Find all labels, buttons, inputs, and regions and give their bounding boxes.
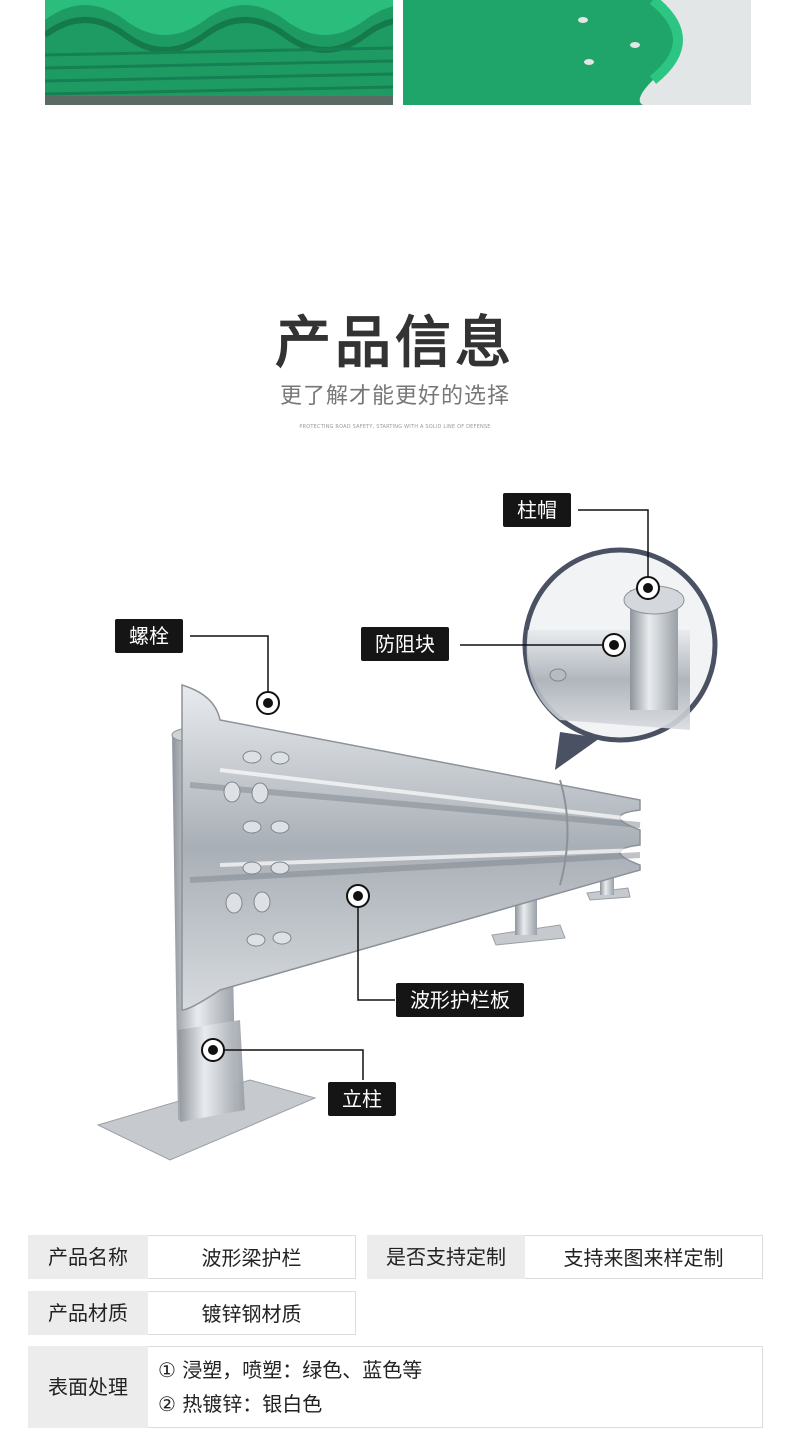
spec-label: 是否支持定制 (367, 1235, 525, 1279)
green-guardrail-photo-left (45, 0, 393, 105)
callout-block: 防阻块 (361, 627, 449, 661)
surface-value-box: ① 浸塑，喷塑：绿色、蓝色等 ② 热镀锌：银白色 (148, 1346, 763, 1428)
section-tagline: PROTECTING ROAD SAFETY, STARTING WITH A … (299, 424, 491, 430)
callout-post-cap: 柱帽 (503, 493, 571, 527)
surface-item: ② 热镀锌：银白色 (158, 1392, 323, 1416)
spec-value: 波形梁护栏 (148, 1235, 356, 1279)
spec-row-material: 产品材质 镀锌钢材质 (28, 1291, 356, 1335)
spec-label: 产品材质 (28, 1291, 148, 1335)
spec-value: 支持来图来样定制 (525, 1235, 763, 1279)
spec-row-custom: 是否支持定制 支持来图来样定制 (367, 1235, 763, 1279)
callout-post: 立柱 (328, 1082, 396, 1116)
callout-beam: 波形护栏板 (396, 983, 524, 1017)
spec-row-name: 产品名称 波形梁护栏 (28, 1235, 356, 1279)
surface-item: ① 浸塑，喷塑：绿色、蓝色等 (158, 1358, 423, 1382)
spec-value: 镀锌钢材质 (148, 1291, 356, 1335)
green-guardrail-photo-right (403, 0, 751, 105)
section-subtitle: 更了解才能更好的选择 (279, 384, 510, 409)
section-title: 产品信息 (275, 311, 515, 376)
spec-row-surface: 表面处理 ① 浸塑，喷塑：绿色、蓝色等 ② 热镀锌：银白色 (28, 1346, 763, 1428)
spec-label: 表面处理 (28, 1346, 148, 1428)
spec-label: 产品名称 (28, 1235, 148, 1279)
callout-bolt: 螺栓 (115, 619, 183, 653)
guardrail-diagram (96, 509, 718, 1161)
